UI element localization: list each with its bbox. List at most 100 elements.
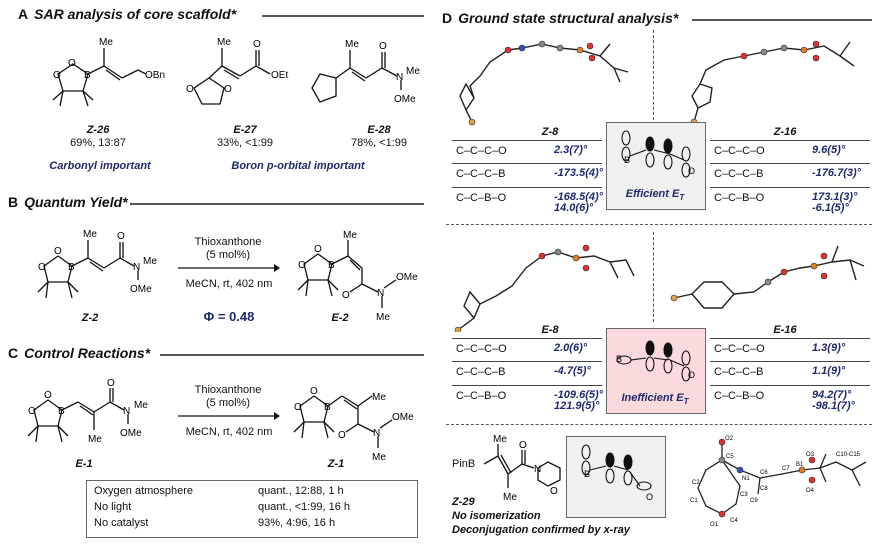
crystal-atom-label: O2	[725, 436, 734, 442]
atom-label-obn: OBn	[145, 70, 165, 81]
atom-label-n: N	[377, 288, 384, 299]
section-c-heading: Control Reactions*	[24, 345, 151, 361]
section-d-title: D Ground state structural analysis*	[442, 10, 678, 26]
atom-label-b: B	[84, 70, 91, 81]
structure-e28: Me O N Me OMe	[311, 39, 420, 105]
atom-label-o: O	[550, 486, 558, 497]
divider-middle	[446, 224, 872, 225]
pinb-label: PinB	[452, 458, 476, 470]
table-rule	[710, 361, 870, 362]
section-b-heading: Quantum Yield*	[24, 194, 128, 210]
atom-label-o: O	[28, 406, 36, 417]
table-title-z16: Z-16	[773, 126, 797, 138]
result-z26: 69%, 13:87	[70, 137, 126, 149]
efficient-et-label: Efficient ET	[625, 188, 685, 203]
atom-label-o: O	[688, 370, 695, 380]
section-d-heading: Ground state structural analysis*	[458, 10, 679, 26]
label-z2: Z-2	[81, 312, 99, 324]
c-reaction-arrow	[178, 412, 280, 420]
atom-label-n: N	[133, 262, 140, 273]
note-deconjugation: Deconjugation confirmed by x-ray	[452, 524, 630, 536]
atom-label-o: O	[338, 430, 346, 441]
control-condition-2: No catalyst	[94, 517, 149, 529]
atom-label-b: B	[584, 469, 590, 479]
c-catalyst: Thioxanthone	[194, 384, 262, 396]
atom-label-o: O	[646, 492, 653, 502]
atom-label-o: O	[54, 246, 62, 257]
control-result-1: quant., <1:99, 16 h	[258, 501, 351, 513]
atom-label-o: O	[310, 386, 318, 397]
section-d-letter: D	[442, 10, 453, 26]
label-z26: Z-26	[86, 124, 110, 136]
table-rule	[452, 187, 602, 188]
atom-label-b: B	[324, 402, 331, 413]
crystal-atom-label: C6	[760, 470, 768, 476]
atom-label-me: Me	[88, 434, 102, 445]
label-z1: Z-1	[327, 458, 345, 470]
label-e1: E-1	[75, 458, 93, 470]
crystal-structure-e8	[454, 244, 635, 332]
atom-label-me: Me	[406, 66, 420, 77]
crystal-atom-label: O3	[806, 452, 815, 458]
structure-e1: O N Me OMe Me B O O	[27, 378, 148, 445]
structure-z26: Me OBn B O O	[52, 37, 165, 107]
crystal-atom-label: B1	[796, 462, 804, 468]
section-a-rule	[262, 15, 424, 17]
atom-label-ome: OMe	[130, 284, 152, 295]
crystal-structure-z16	[690, 40, 855, 126]
atom-label-o: O	[117, 231, 125, 242]
crystal-structure-z29: O2 C5 N1 C2 C3 C1 C4 O1 C6 C7 C8 C9 B1 O…	[690, 436, 867, 528]
table-rule	[710, 163, 870, 164]
atom-label-b: B	[616, 354, 622, 364]
section-b-rule	[130, 203, 424, 205]
table-row: C–C–C–B-4.7(5)°	[456, 365, 591, 379]
crystal-atom-label: C8	[760, 486, 768, 492]
b-catalyst: Thioxanthone	[194, 236, 262, 248]
crystal-atom-label: C3	[740, 492, 748, 498]
atom-label-me: Me	[99, 37, 113, 48]
structure-z1: Me O N OMe Me B O O	[293, 386, 414, 463]
table-title-e8: E-8	[541, 324, 559, 336]
table-rule	[710, 187, 870, 188]
table-rule	[452, 361, 602, 362]
c-conditions: MeCN, rt, 402 nm	[185, 426, 273, 438]
crystal-atom-label: C1	[690, 498, 698, 504]
structure-e2: Me O N OMe Me B O O	[297, 230, 418, 323]
atom-label-o: O	[53, 70, 61, 81]
control-result-2: 93%, 4:96, 16 h	[258, 517, 336, 529]
section-c-title: C Control Reactions*	[8, 345, 150, 361]
atom-label-n: N	[396, 72, 403, 83]
section-d-rule	[692, 19, 872, 21]
orbital-orthogonal-diagram: B O	[616, 340, 695, 382]
atom-label-o: O	[68, 58, 76, 69]
atom-label-me: Me	[143, 256, 157, 267]
table-rule	[710, 140, 870, 141]
atom-label-o: O	[224, 84, 232, 95]
divider-top-vertical	[653, 30, 654, 120]
atom-label-me: Me	[217, 37, 231, 48]
result-e27: 33%, <1:99	[217, 137, 273, 149]
atom-label-ome: OMe	[394, 94, 416, 105]
table-rule	[710, 338, 870, 339]
atom-label-me: Me	[372, 452, 386, 463]
crystal-atom-label: C9	[750, 498, 758, 504]
crystal-atom-label: O1	[710, 522, 719, 528]
crystal-atom-label: C4	[730, 518, 738, 524]
section-c-letter: C	[8, 345, 19, 361]
atom-label-me: Me	[83, 229, 97, 240]
atom-label-me: Me	[134, 400, 148, 411]
control-condition-1: No light	[94, 501, 132, 513]
atom-label-n: N	[534, 464, 541, 475]
result-e28: 78%, <1:99	[351, 137, 407, 149]
crystal-atom-label: C7	[782, 466, 790, 472]
atom-label-ome: OMe	[396, 272, 418, 283]
atom-label-o: O	[38, 262, 46, 273]
atom-label-me: Me	[376, 312, 390, 323]
atom-label-b: B	[328, 260, 335, 271]
